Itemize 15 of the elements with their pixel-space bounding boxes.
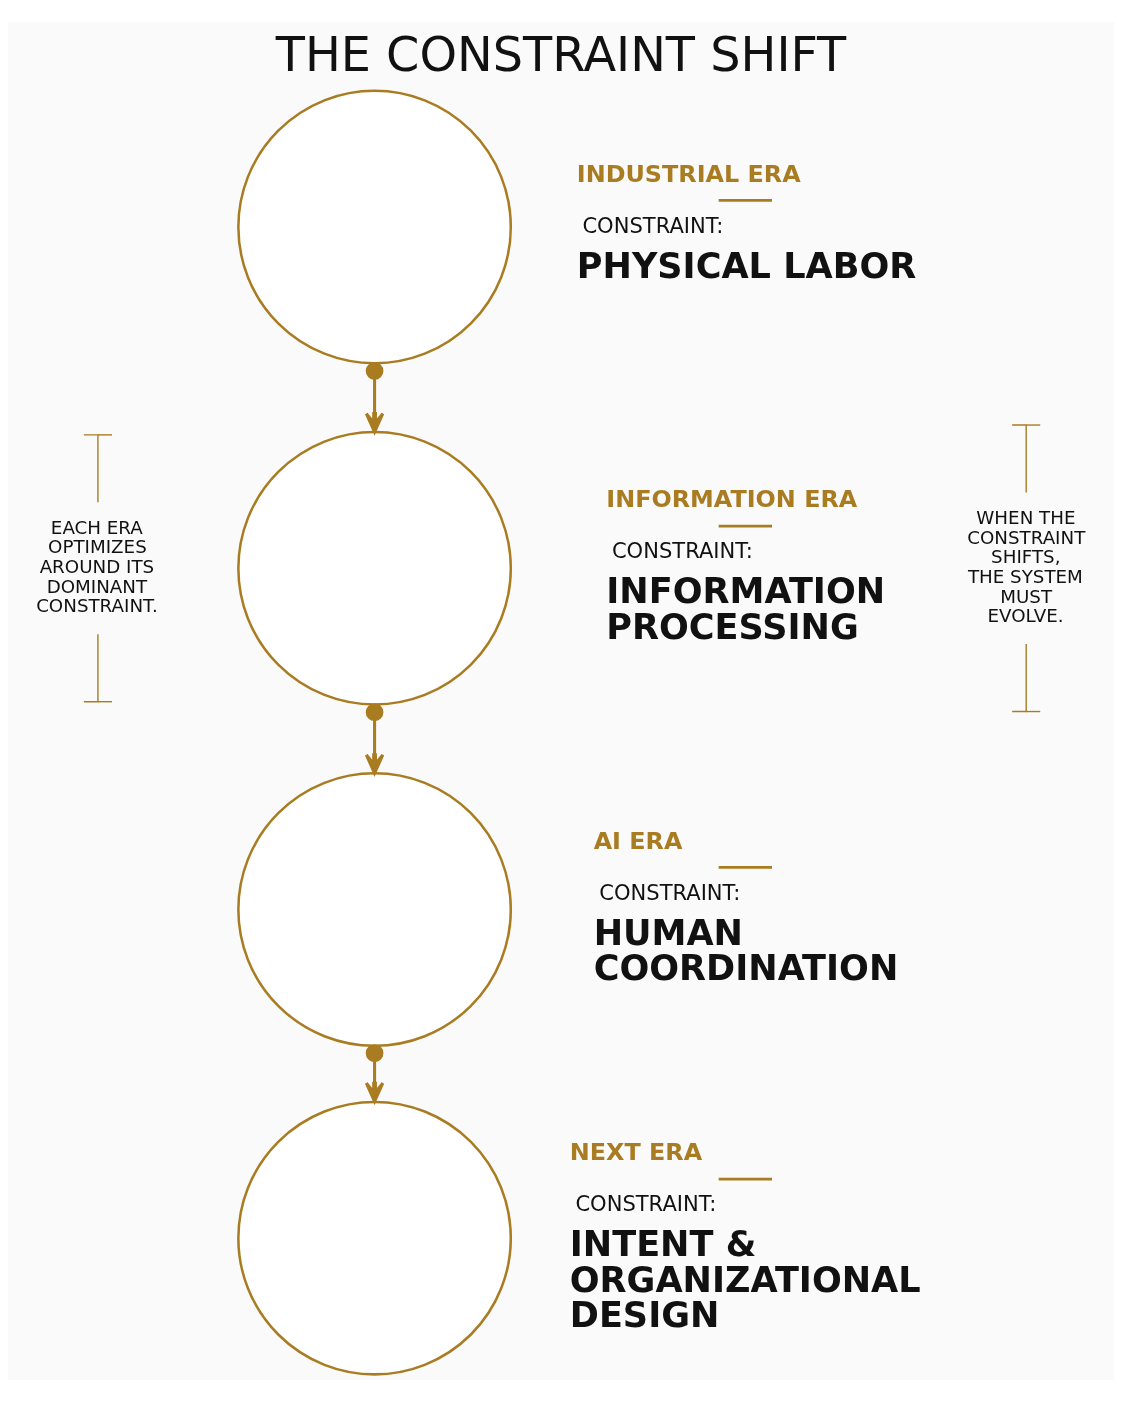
node-label: INDUSTRIAL ERA	[576, 159, 801, 188]
node-label: CONSTRAINT:	[575, 1191, 717, 1217]
node-label: INFORMATION ERA	[606, 485, 858, 514]
node-label: AI ERA	[593, 826, 683, 855]
node-label: PHYSICAL LABOR	[576, 244, 917, 286]
label: EACH ERA OPTIMIZES AROUND ITS DOMINANT CONSTRAINT.	[36, 516, 158, 617]
node-label: INFORMATION PROCESSING	[606, 570, 886, 647]
node-label: CONSTRAINT:	[599, 879, 741, 905]
node-label: HUMAN COORDINATION	[593, 911, 899, 988]
node-label: CONSTRAINT:	[582, 212, 724, 238]
node-label: NEXT ERA	[569, 1138, 703, 1167]
diagram-title: THE CONSTRAINT SHIFT	[275, 27, 847, 83]
label: WHEN THE CONSTRAINT SHIFTS, THE SYSTEM MUST EVOLVE.	[967, 506, 1086, 627]
node-label: CONSTRAINT:	[611, 538, 753, 564]
node-label: INTENT & ORGANIZATIONAL DESIGN	[569, 1223, 921, 1335]
